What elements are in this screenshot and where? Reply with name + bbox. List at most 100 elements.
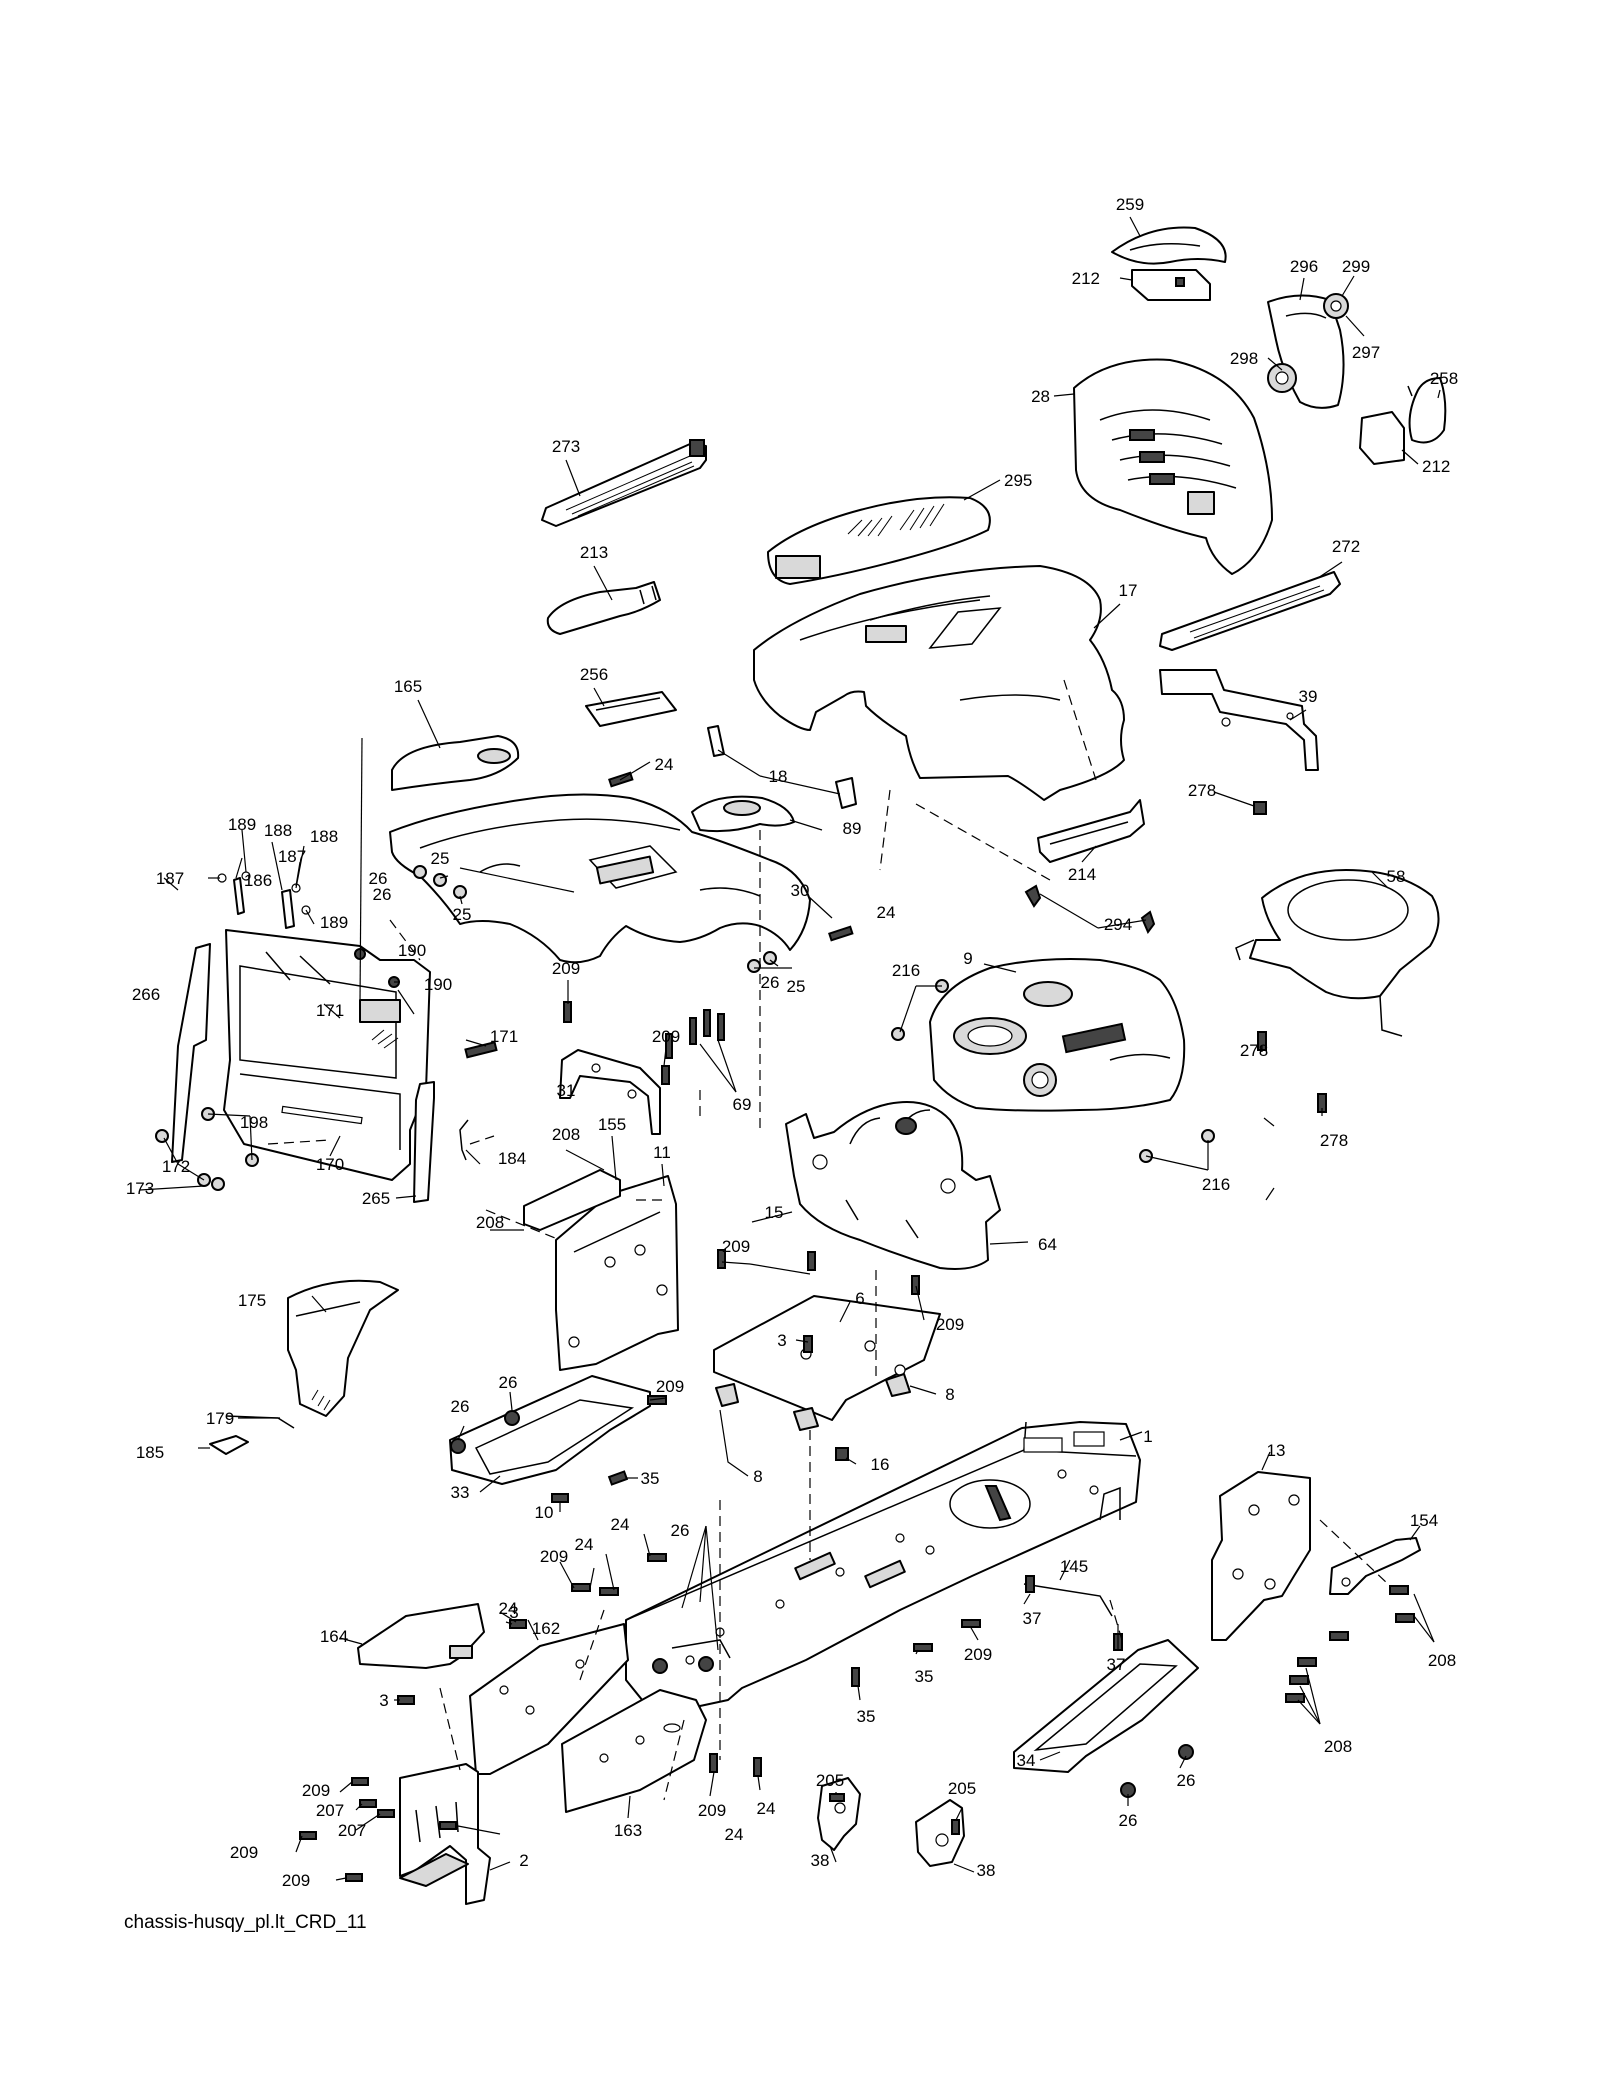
- part-11-bracket: [555, 1175, 679, 1371]
- callout-37-a: 37: [1023, 1609, 1042, 1628]
- callout-25-a: 25: [431, 849, 450, 868]
- part-171-bolt: [464, 1041, 498, 1059]
- callout-labels: 259 212 296 299 298 297 28 258 212 273 2…: [126, 195, 1458, 1890]
- callout-2: 2: [519, 1851, 528, 1870]
- part-273-vent-strip: [541, 439, 707, 527]
- callout-272: 272: [1332, 537, 1360, 556]
- callout-295: 295: [1004, 471, 1032, 490]
- part-58-basket: [1235, 869, 1440, 1037]
- callout-273: 273: [552, 437, 580, 456]
- part-265-trim: [413, 1081, 435, 1203]
- callout-258: 258: [1430, 369, 1458, 388]
- part-295-vent-cover: [767, 496, 991, 585]
- callout-172: 172: [162, 1157, 190, 1176]
- callout-24-f: 24: [725, 1825, 744, 1844]
- callout-209-c: 209: [722, 1237, 750, 1256]
- part-1-frame: [625, 1421, 1141, 1723]
- callout-175: 175: [238, 1291, 266, 1310]
- part-8-clips: [715, 1373, 911, 1431]
- callout-209-b: 209: [652, 1027, 680, 1046]
- callout-214: 214: [1068, 865, 1096, 884]
- part-258-cover: [1407, 377, 1447, 444]
- callout-35-a: 35: [641, 1469, 660, 1488]
- callout-3-a: 3: [777, 1331, 786, 1350]
- callout-3-b: 3: [509, 1603, 518, 1622]
- part-89-pad: [691, 795, 795, 833]
- callout-1: 1: [1143, 1427, 1152, 1446]
- part-175-chute: [287, 1279, 399, 1417]
- callout-184: 184: [498, 1149, 526, 1168]
- part-256-panel: [585, 691, 677, 727]
- callout-26-f: 26: [671, 1521, 690, 1540]
- assembly-dashed-lines: [267, 679, 1389, 1801]
- callout-207-a: 207: [316, 1801, 344, 1820]
- callout-216-a: 216: [892, 961, 920, 980]
- callout-205-a: 205: [816, 1771, 844, 1790]
- callout-89: 89: [843, 819, 862, 838]
- callout-13: 13: [1267, 1441, 1286, 1460]
- part-17-hood: [753, 565, 1125, 801]
- callout-26-a: 26: [369, 869, 388, 888]
- callout-171-b: 171: [490, 1027, 518, 1046]
- callout-209-f: 209: [540, 1547, 568, 1566]
- part-299-bulb: [1323, 293, 1349, 319]
- callout-8-b: 8: [753, 1467, 762, 1486]
- part-31-bracket: [559, 1049, 661, 1135]
- part-164-bracket: [357, 1603, 485, 1669]
- part-64-plate: [785, 1101, 1001, 1270]
- callout-266: 266: [132, 985, 160, 1004]
- part-26-nuts-34: [1120, 1744, 1194, 1798]
- part-294-clips: [1024, 884, 1156, 934]
- callout-298: 298: [1230, 349, 1258, 368]
- part-38-bracket-right: [915, 1799, 965, 1867]
- part-184-rod: [459, 1119, 469, 1161]
- callout-208-d: 208: [1324, 1737, 1352, 1756]
- part-212-lens-upper: [1131, 269, 1211, 301]
- callout-24-d: 24: [575, 1535, 594, 1554]
- part-212-lens-lower: [1359, 411, 1405, 465]
- part-185-pedal: [209, 1435, 249, 1455]
- callout-25-c: 25: [787, 977, 806, 996]
- callout-187-b: 187: [278, 847, 306, 866]
- callout-26-c: 26: [761, 973, 780, 992]
- callout-278-b: 278: [1240, 1041, 1268, 1060]
- diagram-caption: chassis-husqy_pl.lt_CRD_11: [124, 1912, 367, 1933]
- callout-186: 186: [244, 871, 272, 890]
- callout-16: 16: [871, 1455, 890, 1474]
- part-278-bolt-upper: [1213, 791, 1267, 815]
- callout-15: 15: [765, 1203, 784, 1222]
- callout-294: 294: [1104, 915, 1132, 934]
- callout-24-b: 24: [877, 903, 896, 922]
- callout-208-c: 208: [1428, 1651, 1456, 1670]
- callout-198: 198: [240, 1113, 268, 1132]
- callout-209-j: 209: [282, 1871, 310, 1890]
- part-30-fender: [389, 793, 811, 964]
- callout-26-g: 26: [1177, 1771, 1196, 1790]
- part-35-10-bolts: [551, 1395, 667, 1503]
- callout-6: 6: [855, 1289, 864, 1308]
- callout-30: 30: [791, 881, 810, 900]
- callout-24-e: 24: [499, 1599, 518, 1618]
- part-26-nuts-33: [450, 1410, 520, 1454]
- part-272-side-strip: [1159, 571, 1341, 651]
- part-6-plate: [713, 1295, 941, 1421]
- callout-212-lower: 212: [1422, 457, 1450, 476]
- part-165-seat-pad: [391, 735, 520, 791]
- callout-189-b: 189: [320, 913, 348, 932]
- callout-278-c: 278: [1320, 1131, 1348, 1150]
- part-33-footrest: [449, 1375, 651, 1485]
- callout-24-g: 24: [757, 1799, 776, 1818]
- callout-24-c: 24: [611, 1515, 630, 1534]
- callout-278-a: 278: [1188, 781, 1216, 800]
- callout-17: 17: [1119, 581, 1138, 600]
- callout-37-b: 37: [1107, 1655, 1126, 1674]
- part-186-189-linkage: [217, 871, 311, 929]
- callout-58: 58: [1387, 867, 1406, 886]
- part-34-footrest: [1013, 1639, 1199, 1773]
- part-155-bracket: [523, 1169, 621, 1231]
- callout-163: 163: [614, 1821, 642, 1840]
- part-213-trim: [546, 581, 661, 635]
- part-18-decals: [707, 725, 857, 809]
- callout-165: 165: [394, 677, 422, 696]
